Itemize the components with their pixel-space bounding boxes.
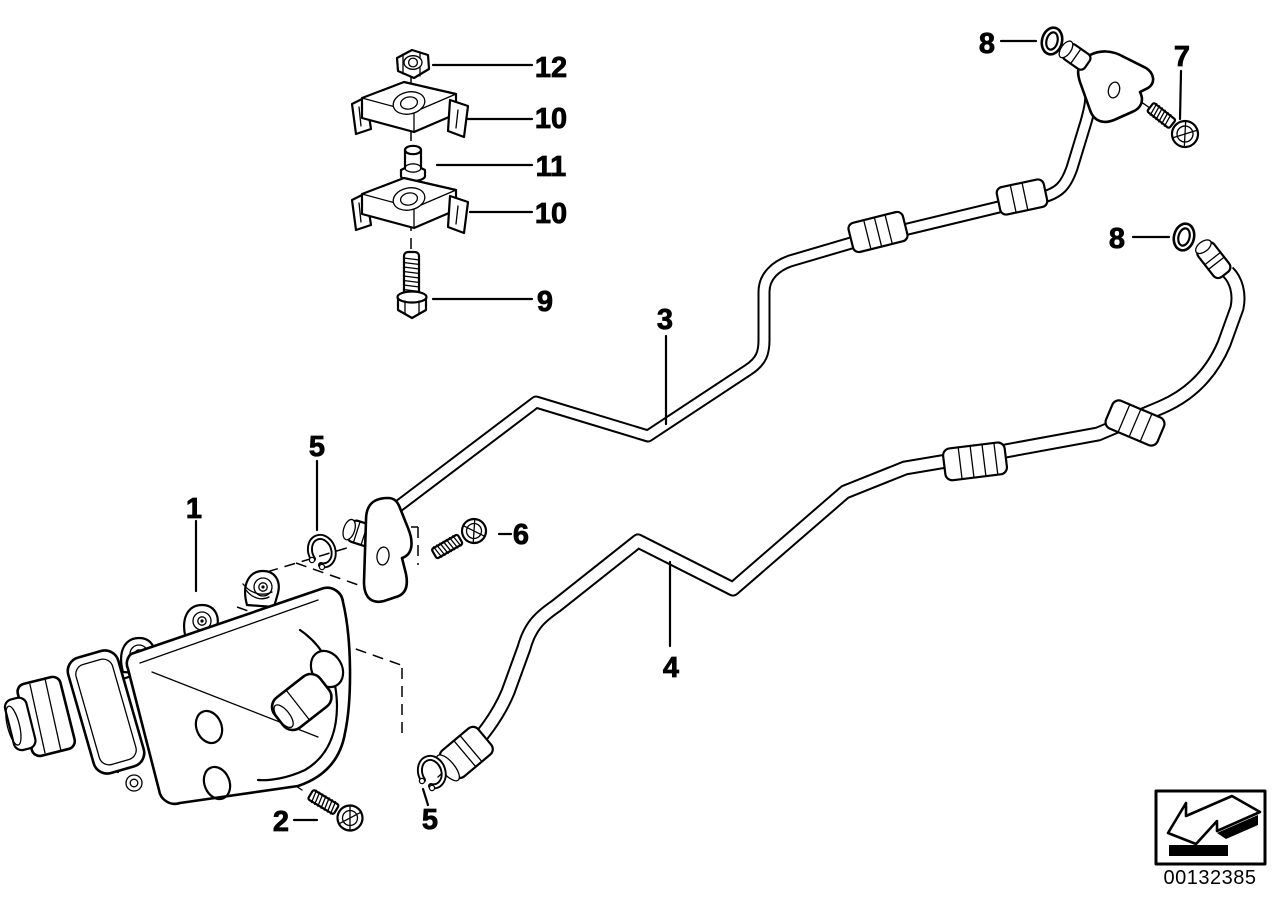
cooler-hex-stub xyxy=(3,675,77,758)
callout-8b-label[interactable]: 8 xyxy=(1109,223,1126,256)
callout-6[interactable]: 6 xyxy=(497,519,530,552)
callout-8a-label[interactable]: 8 xyxy=(979,28,996,61)
clamp-10a-drawing xyxy=(350,80,470,139)
callout-10b-label[interactable]: 10 xyxy=(534,198,567,231)
cooler-foot-boss xyxy=(129,778,139,788)
callout-7[interactable]: 7 xyxy=(1174,41,1191,121)
callout-12-label[interactable]: 12 xyxy=(534,52,567,85)
callout-4[interactable]: 4 xyxy=(663,560,680,685)
callout-5a-label[interactable]: 5 xyxy=(309,431,326,464)
callout-9-label[interactable]: 9 xyxy=(537,286,554,319)
callout-3-label[interactable]: 3 xyxy=(657,304,674,337)
pipe-3-top-fitting xyxy=(1058,40,1155,124)
callout-1[interactable]: 1 xyxy=(186,493,203,593)
callout-5b-label[interactable]: 5 xyxy=(422,804,439,837)
pipe-3-crimp-sleeve xyxy=(995,178,1049,216)
pipe-4-outline xyxy=(456,266,1246,763)
pipe-4-end-fitting xyxy=(1194,239,1232,280)
pipe-feed-drawing xyxy=(342,86,1098,604)
callout-1-label[interactable]: 1 xyxy=(186,493,203,526)
callout-5b[interactable]: 5 xyxy=(421,787,439,837)
cooler-mount-hole xyxy=(194,709,224,745)
bolt-7-drawing xyxy=(1146,102,1200,149)
leader-line xyxy=(1178,69,1183,121)
cooler-top-edge xyxy=(139,599,319,664)
cooler-bracket-arm xyxy=(242,569,280,609)
o-ring-8a-drawing xyxy=(1040,26,1064,56)
pipe-3-flange-fitting xyxy=(342,496,413,604)
callout-7-label[interactable]: 7 xyxy=(1174,41,1191,74)
callout-2[interactable]: 2 xyxy=(273,806,319,839)
clamp-assembly-drawing xyxy=(350,48,470,320)
callout-10a[interactable]: 10 xyxy=(466,103,568,136)
bolt-2-drawing xyxy=(307,789,364,832)
cooler-left-flange xyxy=(66,649,146,775)
callout-11[interactable]: 11 xyxy=(435,151,567,184)
callout-5a[interactable]: 5 xyxy=(309,431,326,532)
snap-ring-5b-drawing xyxy=(416,754,447,792)
callout-2-label[interactable]: 2 xyxy=(273,806,290,839)
cooler-mount-hole xyxy=(202,765,232,801)
callout-6-label[interactable]: 6 xyxy=(513,519,530,552)
snap-ring-5a-drawing xyxy=(306,533,337,571)
pipe-4-crimp-sleeve xyxy=(1104,399,1166,447)
callout-10b[interactable]: 10 xyxy=(468,198,568,231)
callout-3[interactable]: 3 xyxy=(657,304,674,426)
callout-8b[interactable]: 8 xyxy=(1109,223,1171,256)
callout-8a[interactable]: 8 xyxy=(979,28,1038,61)
o-ring-8b-drawing xyxy=(1172,222,1196,252)
oil-cooler-drawing xyxy=(3,569,352,806)
nav-arrow-box[interactable] xyxy=(1154,789,1267,866)
callout-4-label[interactable]: 4 xyxy=(663,652,680,685)
leader-line xyxy=(421,787,430,807)
pipe-3-crimp-sleeve xyxy=(847,210,909,254)
callout-10a-label[interactable]: 10 xyxy=(534,103,567,136)
part-number: 00132385 xyxy=(1164,867,1257,889)
bolt-6-drawing xyxy=(431,517,488,560)
pipe-3-fill xyxy=(393,87,1096,512)
callout-12[interactable]: 12 xyxy=(431,52,568,85)
cooler-port-stub xyxy=(270,672,333,732)
bushing-11-drawing xyxy=(399,144,427,183)
bolt-9-drawing xyxy=(396,250,428,320)
clamp-10b-drawing xyxy=(350,176,470,235)
pipe-4-crimp-sleeve xyxy=(942,441,1009,482)
nav-arrow-icon xyxy=(1166,794,1262,856)
callout-9[interactable]: 9 xyxy=(431,286,554,319)
pipe-4-fill xyxy=(458,268,1244,761)
pipe-return-drawing xyxy=(435,239,1246,782)
nut-12-drawing xyxy=(395,48,431,80)
callout-11-label[interactable]: 11 xyxy=(535,151,567,184)
cooler-body xyxy=(125,586,352,806)
